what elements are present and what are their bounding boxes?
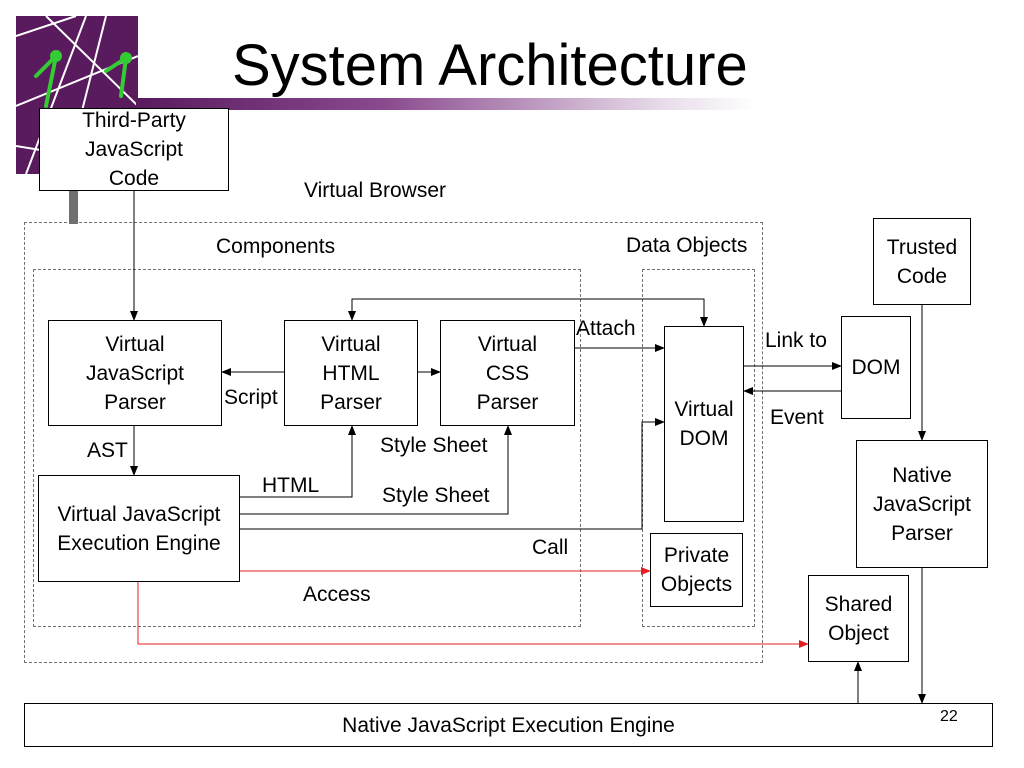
data-objects-label: Data Objects <box>626 234 748 257</box>
logo-graphic <box>16 16 138 174</box>
ast-label: AST <box>87 439 128 462</box>
event-label: Event <box>770 406 824 429</box>
link-to-label: Link to <box>765 329 827 352</box>
shared-object-box: Shared Object <box>808 575 909 662</box>
third-party-code-box: Third-Party JavaScript Code <box>39 108 229 191</box>
access-label: Access <box>303 583 371 606</box>
dom-box: DOM <box>841 316 911 419</box>
trusted-code-box: Trusted Code <box>873 218 971 305</box>
call-label: Call <box>532 536 569 559</box>
slide-title: System Architecture <box>232 33 748 98</box>
script-label: Script <box>224 386 278 409</box>
page-number: 22 <box>940 708 958 725</box>
virtual-browser-region <box>24 222 763 663</box>
html-label: HTML <box>262 474 320 497</box>
virtual-browser-label: Virtual Browser <box>304 179 446 202</box>
virtual-javascript-execution-engine-box: Virtual JavaScript Execution Engine <box>38 475 240 582</box>
logo-stem <box>69 172 78 224</box>
style-sheet-label-upper: Style Sheet <box>380 434 488 457</box>
native-javascript-parser-box: Native JavaScript Parser <box>856 440 988 568</box>
attach-label: Attach <box>576 317 636 340</box>
native-javascript-execution-engine-box: Native JavaScript Execution Engine <box>24 703 993 747</box>
virtual-html-parser-box: Virtual HTML Parser <box>284 320 418 426</box>
virtual-javascript-parser-box: Virtual JavaScript Parser <box>48 320 222 426</box>
title-underline-bar <box>136 98 756 110</box>
virtual-dom-box: Virtual DOM <box>664 326 744 522</box>
private-objects-box: Private Objects <box>650 533 743 607</box>
style-sheet-label-lower: Style Sheet <box>382 484 490 507</box>
components-label: Components <box>216 235 336 258</box>
virtual-css-parser-box: Virtual CSS Parser <box>440 320 575 426</box>
